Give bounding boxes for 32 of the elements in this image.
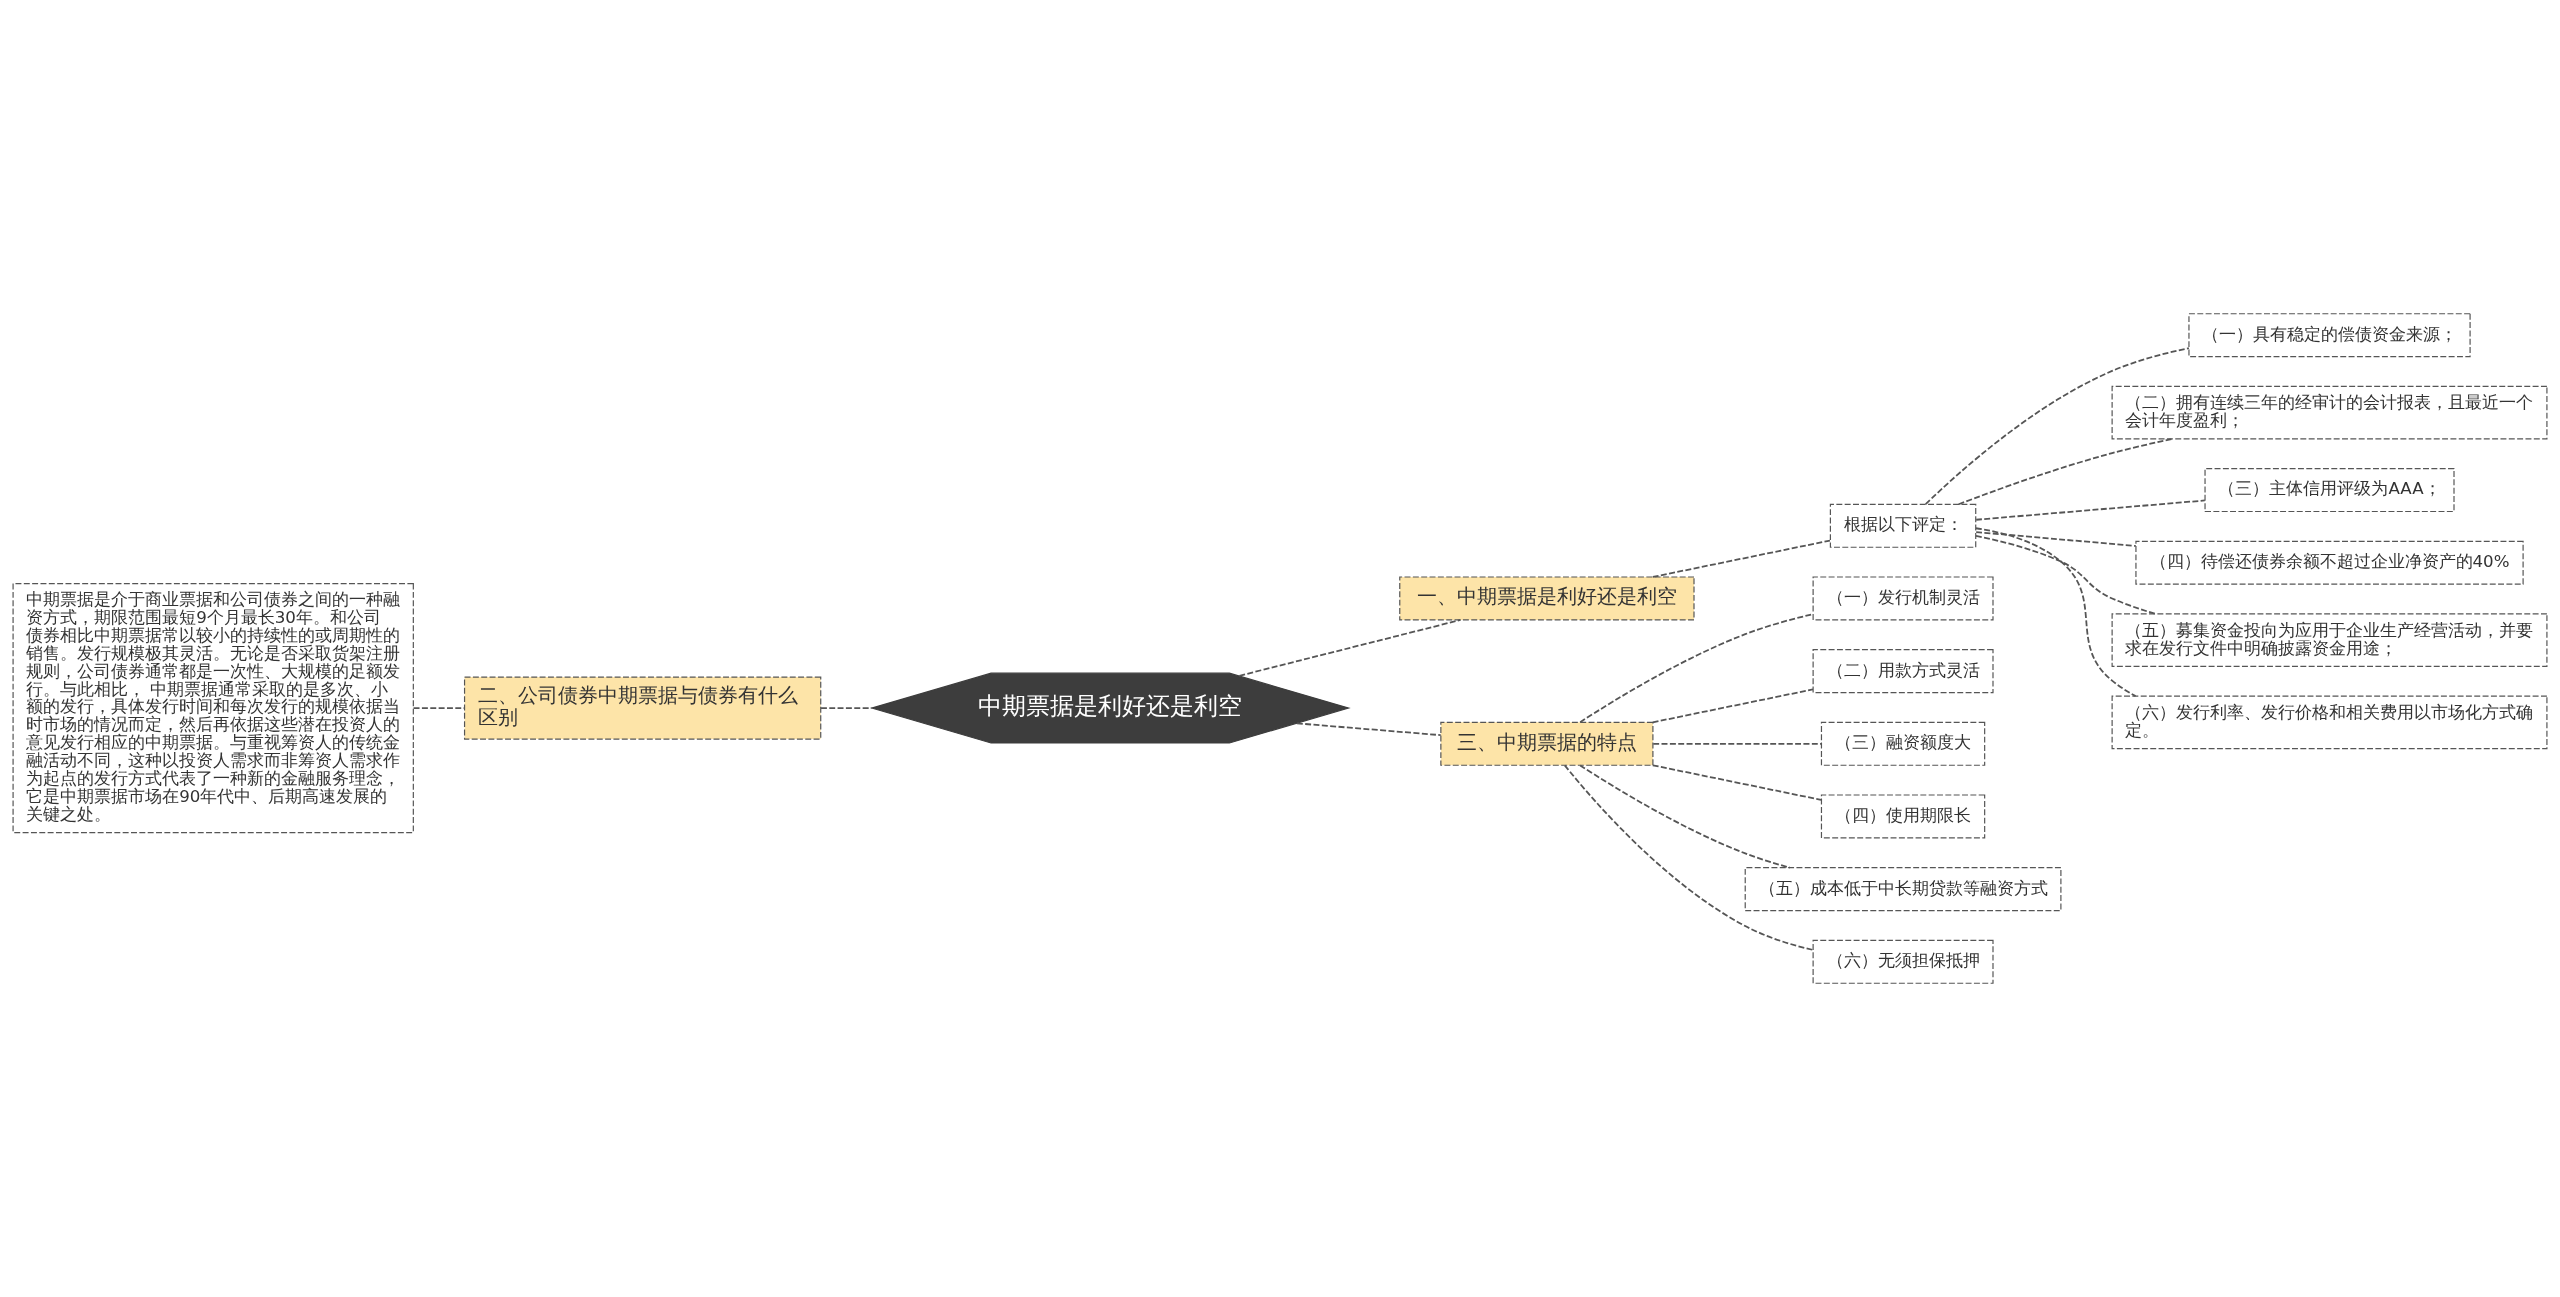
connector <box>1579 764 1791 869</box>
connector <box>1651 764 1822 801</box>
node-box: （二）用款方式灵活 <box>1812 649 1994 694</box>
node-box: 一、中期票据是利好还是利空 <box>1399 576 1695 621</box>
node-box: （二）拥有连续三年的经审计的会计报表，且最近一个会计年度盈利； <box>2111 385 2548 440</box>
connector <box>1975 531 2137 547</box>
connector <box>1563 764 1814 951</box>
connector <box>1652 742 1823 745</box>
node-box: 中期票据是介于商业票据和公司债券之间的一种融资方式，期限范围最短9个月最长30年。和公司债券相比中期票据常以较小的持续性的或周期性的销售。发行规模极其灵活。无论是否采取货架注册规则，公司债券通常都是一次性、大规模的足额发行。与此相比， 中期票据通常采取的是多次、小额的发行，具体发行时间和每次发行的规模依据当时市场的情况而定，然后再依据这些潜在投资人的意见发行相应的中期票据。与重视筹资人的传统金融活动不同，这种以投资人需求而非筹资人需求作为起点的发行方式代表了一种新的金融服务理念，它是中期票据市场在90年代中、后期高速发展的关键之处。 <box>12 583 414 834</box>
connector <box>1651 539 1831 578</box>
connector <box>1295 722 1442 737</box>
connector <box>1651 688 1814 724</box>
node-box: （一）发行机制灵活 <box>1812 576 1994 621</box>
node-box: （五）成本低于中长期贷款等融资方式 <box>1744 867 2062 912</box>
node-box: 根据以下评定： <box>1829 503 1977 548</box>
connector <box>1579 613 1814 724</box>
connector <box>1924 347 2190 506</box>
node-box: （六）无须担保抵押 <box>1812 939 1994 984</box>
node-box: （六）发行利率、发行价格和相关费用以市场化方式确定。 <box>2111 695 2548 750</box>
node-box: 二、公司债券中期票据与债券有什么区别 <box>463 676 822 740</box>
connector <box>1975 527 2137 698</box>
node-box: （三）融资额度大 <box>1820 721 1986 766</box>
node-box: 三、中期票据的特点 <box>1440 721 1654 766</box>
connector <box>820 707 873 709</box>
node-box: （四）待偿还债券余额不超过企业净资产的40% <box>2135 540 2524 585</box>
connector <box>1957 438 2174 506</box>
connector <box>1975 499 2206 521</box>
node-box: （三）主体信用评级为AAA； <box>2204 468 2455 513</box>
connector <box>1238 619 1462 677</box>
node-box: （五）募集资金投向为应用于企业生产经营活动，并要求在发行文件中明确披露资金用途； <box>2111 613 2548 667</box>
node-box: （四）使用期限长 <box>1820 794 1986 839</box>
node-box: （一）具有稳定的偿债资金来源； <box>2188 313 2471 358</box>
